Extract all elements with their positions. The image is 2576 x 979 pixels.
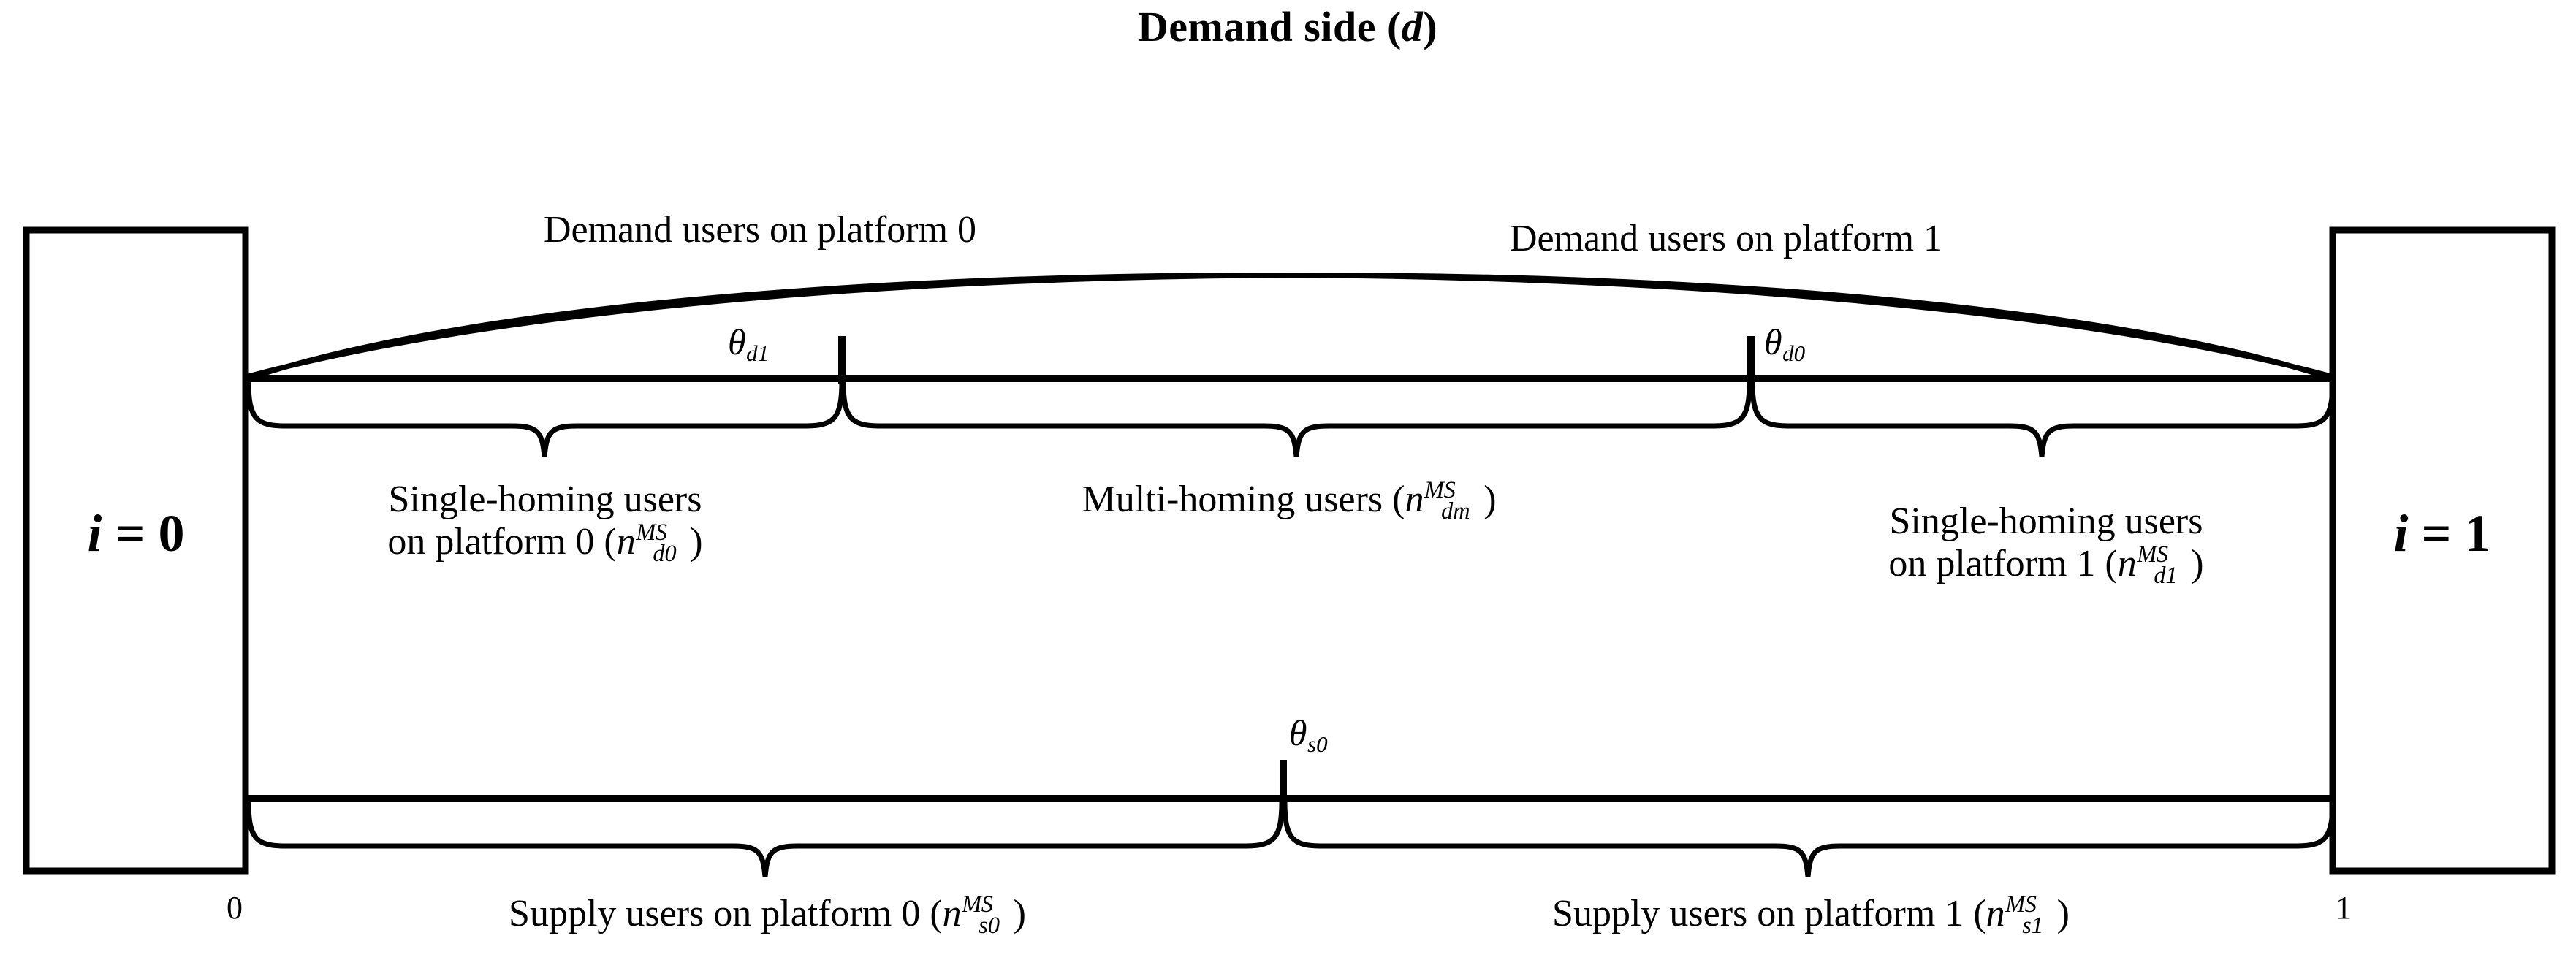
brace-label-single-homing-0: Single-homing users on platform 0 (nMSd0…	[387, 479, 703, 566]
threshold-label-theta-d0: θd0	[1764, 321, 1805, 366]
theta-s0-symbol: θ	[1288, 712, 1307, 753]
platform-box-right-label: i = 1	[2393, 504, 2490, 563]
sup0-var-n: n	[942, 893, 962, 934]
sup1-sub: s1	[2022, 911, 2043, 938]
sup0-post: )	[1013, 893, 1026, 934]
sh0-sup: MS	[636, 518, 667, 545]
box-right-value: 1	[2464, 504, 2491, 563]
sh1-var: nMSd1	[2117, 540, 2192, 588]
sh1-post: )	[2191, 543, 2204, 585]
axis-endpoint-left: 0	[227, 890, 243, 926]
brace-label-single-homing-0-line2: on platform 0 (nMSd0)	[387, 518, 703, 566]
mh-sub: dm	[1441, 497, 1470, 524]
demand-arc-platform1	[248, 273, 2333, 381]
brace-label-multi-homing-line: Multi-homing users (nMSdm)	[1082, 476, 1497, 524]
brace-label-single-homing-1: Single-homing users on platform 1 (nMSd1…	[1888, 500, 2204, 588]
platform-box-right	[2329, 226, 2556, 875]
platform-box-left	[23, 226, 249, 875]
page-title-close: )	[1423, 3, 1438, 50]
sup1-var-n: n	[1986, 893, 2005, 934]
mh-pre: Multi-homing users (	[1082, 479, 1405, 520]
mh-post: )	[1483, 479, 1497, 520]
sh0-post: )	[690, 521, 703, 563]
sup1-pre: Supply users on platform 1 (	[1552, 893, 1986, 934]
box-left-var: i	[87, 504, 102, 563]
sh1-sub: d1	[2154, 561, 2178, 588]
brace-demand-single-homing-1	[1749, 378, 2336, 457]
sup0-var: nMSs0	[942, 890, 1014, 938]
sup1-post: )	[2056, 893, 2070, 934]
sh1-var-n: n	[2117, 543, 2137, 585]
platform-box-left-label: i = 0	[87, 504, 184, 563]
box-right-var: i	[2393, 504, 2409, 563]
brace-label-single-homing-0-line1: Single-homing users	[388, 479, 702, 520]
theta-d0-subscript: d0	[1782, 340, 1806, 366]
box-left-value: 0	[158, 504, 185, 563]
demand-curve-label-platform0: Demand users on platform 0	[543, 209, 977, 251]
brace-supply-platform0	[246, 799, 1285, 877]
brace-label-single-homing-1-line2: on platform 1 (nMSd1)	[1888, 540, 2204, 588]
brace-label-single-homing-1-line1: Single-homing users	[1889, 500, 2203, 542]
sh0-sub: d0	[653, 539, 677, 566]
page-title: Demand side (d)	[1137, 3, 1438, 51]
theta-d1-symbol: θ	[728, 321, 746, 362]
sup0-sup: MS	[962, 890, 993, 917]
theta-d0-symbol: θ	[1764, 321, 1782, 362]
box-right-eq: =	[2408, 504, 2465, 563]
brace-label-supply-platform1: Supply users on platform 1 (nMSs1)	[1552, 890, 2070, 938]
brace-supply-platform1	[1282, 799, 2336, 877]
demand-arc-platform0	[247, 273, 2332, 381]
sup1-var: nMSs1	[1986, 890, 2057, 938]
brace-label-multi-homing: Multi-homing users (nMSdm)	[1082, 476, 1497, 524]
box-left-eq: =	[102, 504, 159, 563]
demand-curve-label-platform1: Demand users on platform 1	[1509, 218, 1943, 259]
sh0-var-n: n	[616, 521, 636, 563]
mh-var: nMSdm	[1405, 476, 1483, 524]
threshold-label-theta-s0: θs0	[1288, 712, 1328, 757]
threshold-label-theta-d1: θd1	[728, 321, 769, 366]
page-title-text: Demand side (	[1137, 3, 1402, 50]
theta-s0-subscript: s0	[1307, 731, 1328, 757]
sh1-sup: MS	[2137, 540, 2168, 567]
sh0-var: nMSd0	[616, 518, 691, 566]
theta-d1-subscript: d1	[746, 340, 770, 366]
brace-demand-single-homing-0	[246, 378, 845, 457]
page-title-italic-var: d	[1401, 3, 1424, 50]
brace-label-supply-platform0: Supply users on platform 0 (nMSs0)	[509, 890, 1026, 938]
sup0-pre: Supply users on platform 0 (	[509, 893, 943, 934]
mh-sup: MS	[1424, 476, 1456, 503]
axis-endpoint-right: 1	[2336, 890, 2352, 926]
mh-var-n: n	[1405, 479, 1424, 520]
brace-demand-multi-homing	[840, 378, 1752, 457]
sh0-pre: on platform 0 (	[387, 521, 617, 563]
sh1-pre: on platform 1 (	[1888, 543, 2118, 585]
sup0-sub: s0	[979, 911, 1000, 938]
sup1-sup: MS	[2005, 890, 2037, 917]
